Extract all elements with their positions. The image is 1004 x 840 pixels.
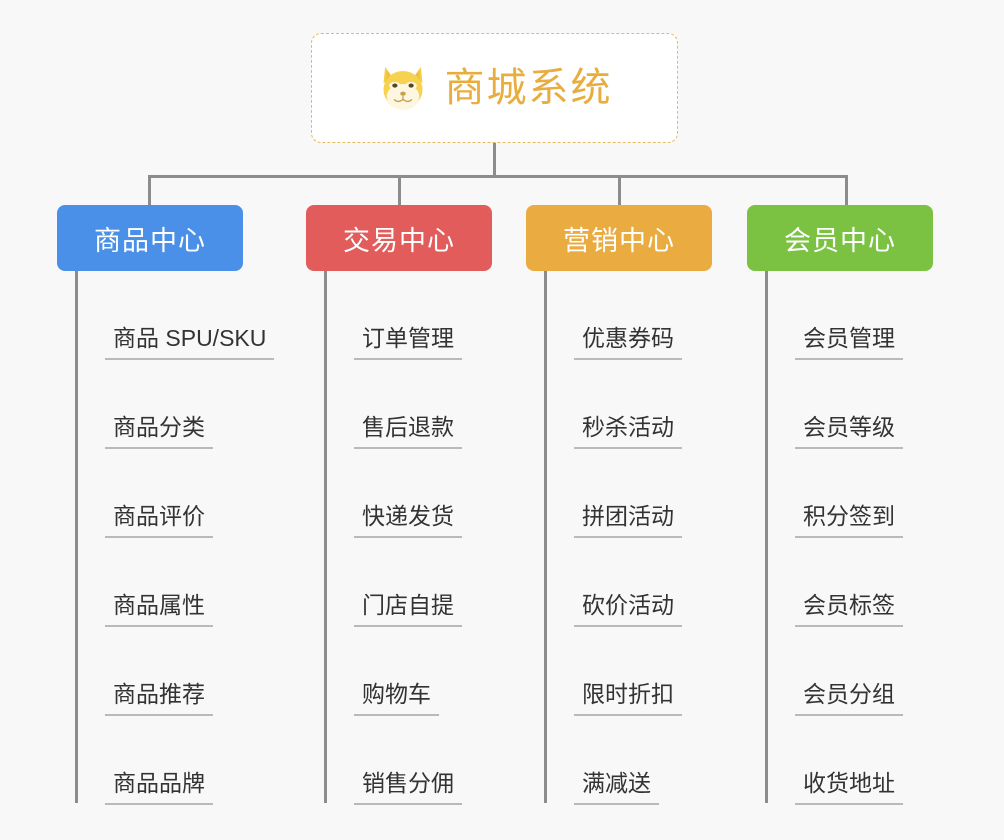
- branch-spine-1: [75, 271, 78, 803]
- leaf-label: 销售分佣: [354, 770, 462, 805]
- leaf-item[interactable]: 会员标签: [765, 538, 903, 627]
- leaf-label: 售后退款: [354, 414, 462, 449]
- leaf-label: 商品品牌: [105, 770, 213, 805]
- branch-header-label-4: 会员中心: [784, 225, 896, 256]
- root-title: 商城系统: [444, 66, 613, 110]
- leaf-label: 快递发货: [354, 503, 462, 538]
- leaf-label: 优惠券码: [574, 325, 682, 360]
- leaf-item[interactable]: 会员管理: [765, 271, 903, 360]
- leaf-item[interactable]: 商品分类: [75, 360, 274, 449]
- branch-drop-connector-3: [618, 175, 621, 207]
- leaf-item[interactable]: 限时折扣: [544, 627, 682, 716]
- leaf-item[interactable]: 砍价活动: [544, 538, 682, 627]
- leaf-label: 门店自提: [354, 592, 462, 627]
- leaf-label: 订单管理: [354, 325, 462, 360]
- leaf-item[interactable]: 商品评价: [75, 449, 274, 538]
- leaf-list-1: 商品 SPU/SKU 商品分类 商品评价 商品属性 商品推荐 商品品牌: [75, 271, 275, 805]
- leaf-label: 秒杀活动: [574, 414, 682, 449]
- leaf-item[interactable]: 门店自提: [324, 538, 462, 627]
- leaf-label: 收货地址: [795, 770, 903, 805]
- leaf-item[interactable]: 商品属性: [75, 538, 274, 627]
- leaf-item[interactable]: 会员等级: [765, 360, 903, 449]
- leaf-item[interactable]: 商品推荐: [75, 627, 274, 716]
- branch-header-2[interactable]: 交易中心: [306, 205, 492, 271]
- leaf-item[interactable]: 积分签到: [765, 449, 903, 538]
- leaf-item[interactable]: 满减送: [544, 716, 682, 805]
- leaf-label: 商品评价: [105, 503, 213, 538]
- root-stem-connector: [493, 143, 496, 177]
- leaf-label: 会员管理: [795, 325, 903, 360]
- leaf-label: 会员等级: [795, 414, 903, 449]
- leaf-label: 拼团活动: [574, 503, 682, 538]
- horizontal-bus-connector: [148, 175, 848, 178]
- leaf-label: 商品推荐: [105, 681, 213, 716]
- leaf-item[interactable]: 秒杀活动: [544, 360, 682, 449]
- branch-spine-3: [544, 271, 547, 803]
- leaf-label: 购物车: [354, 681, 439, 716]
- branch-spine-2: [324, 271, 327, 803]
- leaf-list-3: 优惠券码 秒杀活动 拼团活动 砍价活动 限时折扣 满减送: [544, 271, 682, 805]
- leaf-item[interactable]: 售后退款: [324, 360, 462, 449]
- branch-spine-4: [765, 271, 768, 803]
- leaf-list-2: 订单管理 售后退款 快递发货 门店自提 购物车 销售分佣: [324, 271, 462, 805]
- branch-header-label-3: 营销中心: [563, 225, 675, 256]
- leaf-item[interactable]: 会员分组: [765, 627, 903, 716]
- leaf-label: 满减送: [574, 770, 659, 805]
- leaf-item[interactable]: 快递发货: [324, 449, 462, 538]
- leaf-label: 砍价活动: [574, 592, 682, 627]
- leaf-item[interactable]: 购物车: [324, 627, 462, 716]
- leaf-item[interactable]: 收货地址: [765, 716, 903, 805]
- branch-header-3[interactable]: 营销中心: [526, 205, 712, 271]
- branch-header-1[interactable]: 商品中心: [57, 205, 243, 271]
- branch-header-label-2: 交易中心: [343, 225, 455, 256]
- root-node[interactable]: 商城系统: [311, 33, 678, 143]
- leaf-item[interactable]: 拼团活动: [544, 449, 682, 538]
- branch-header-label-1: 商品中心: [94, 225, 206, 256]
- leaf-item[interactable]: 商品 SPU/SKU: [75, 271, 275, 360]
- leaf-label: 商品 SPU/SKU: [105, 325, 275, 360]
- leaf-label: 商品属性: [105, 592, 213, 627]
- leaf-item[interactable]: 销售分佣: [324, 716, 462, 805]
- leaf-label: 积分签到: [795, 503, 903, 538]
- branch-header-4[interactable]: 会员中心: [747, 205, 933, 271]
- leaf-label: 会员标签: [795, 592, 903, 627]
- leaf-label: 会员分组: [795, 681, 903, 716]
- leaf-item[interactable]: 订单管理: [324, 271, 462, 360]
- leaf-item[interactable]: 商品品牌: [75, 716, 274, 805]
- branch-drop-connector-2: [398, 175, 401, 207]
- leaf-label: 限时折扣: [574, 681, 682, 716]
- leaf-label: 商品分类: [105, 414, 213, 449]
- leaf-item[interactable]: 优惠券码: [544, 271, 682, 360]
- leaf-list-4: 会员管理 会员等级 积分签到 会员标签 会员分组 收货地址: [765, 271, 903, 805]
- shiba-dog-face-icon: [383, 66, 422, 110]
- branch-drop-connector-4: [845, 175, 848, 207]
- branch-drop-connector-1: [148, 175, 151, 207]
